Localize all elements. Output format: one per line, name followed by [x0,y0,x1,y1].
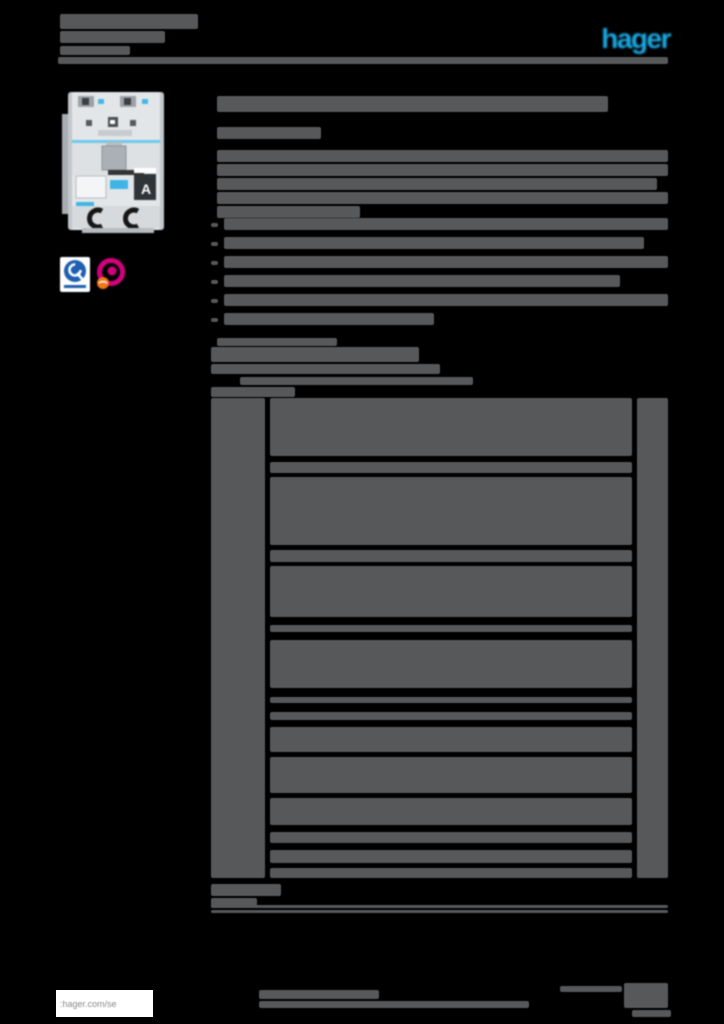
table-mass-10 [270,727,632,752]
header-line-2 [60,31,165,43]
bullet-text-4 [224,275,620,287]
note-heading [211,884,281,896]
bullet-text-3 [224,256,668,268]
bullet-dash-2 [211,242,218,246]
bullet-dash-6 [211,318,218,322]
table-right-column [637,398,668,878]
section-subline-1 [211,364,440,374]
bullet-dash-5 [211,299,218,303]
bullet-text-5 [224,294,668,306]
intro-line-5 [217,206,360,218]
table-mass-14 [270,850,632,863]
table-label-column [211,398,265,878]
table-mass-3 [270,477,632,545]
table-mass-1 [270,398,632,456]
bullet-dash-4 [211,280,218,284]
bullet-text-1 [224,218,668,230]
bullet-dash-3 [211,261,218,265]
intro-line-2 [217,164,668,176]
title-bar [217,96,608,112]
table-mass-2 [270,462,632,473]
table-mass-12 [270,798,632,825]
footer-center-line-1 [259,990,379,999]
section-heading [211,347,419,362]
footer-website-text[interactable]: :hager.com/se [60,998,117,1009]
table-mass-11 [270,757,632,793]
footer-website-box: :hager.com/se [56,990,153,1017]
page-number-block [624,983,668,1008]
intro-line-4 [217,192,668,204]
note-subline [211,898,257,907]
bullet-dash-1 [211,223,218,227]
product-photo: A [62,92,164,233]
table-mass-5 [270,566,632,617]
table-mass-4 [270,550,632,562]
svg-text:A: A [141,181,151,197]
hager-logo: hager [601,23,671,54]
table-mass-8 [270,697,632,703]
header-line-1 [60,14,198,29]
intro-line-1 [217,150,668,162]
table-mass-13 [270,832,632,843]
table-mass-7 [270,640,632,688]
footer-right-line [560,986,622,992]
note-rule-1 [211,905,668,908]
section-subline-3 [211,387,295,397]
intro-line-3 [217,178,657,190]
table-mass-9 [270,712,632,720]
energy-certification-icon [94,257,127,292]
note-rule-2 [211,910,668,913]
bullet-text-2 [224,237,644,249]
table-mass-6 [270,625,632,632]
section-intro-line [217,338,337,346]
bullet-text-6 [224,313,434,325]
quality-certification-icon [60,257,90,292]
section-subline-2 [240,377,473,385]
intro-heading [217,127,321,139]
header-line-3 [60,46,130,55]
page-number-tab [632,1010,671,1017]
table-mass-15 [270,868,632,878]
footer-center-line-2 [259,1001,529,1008]
header-rule [58,57,668,64]
